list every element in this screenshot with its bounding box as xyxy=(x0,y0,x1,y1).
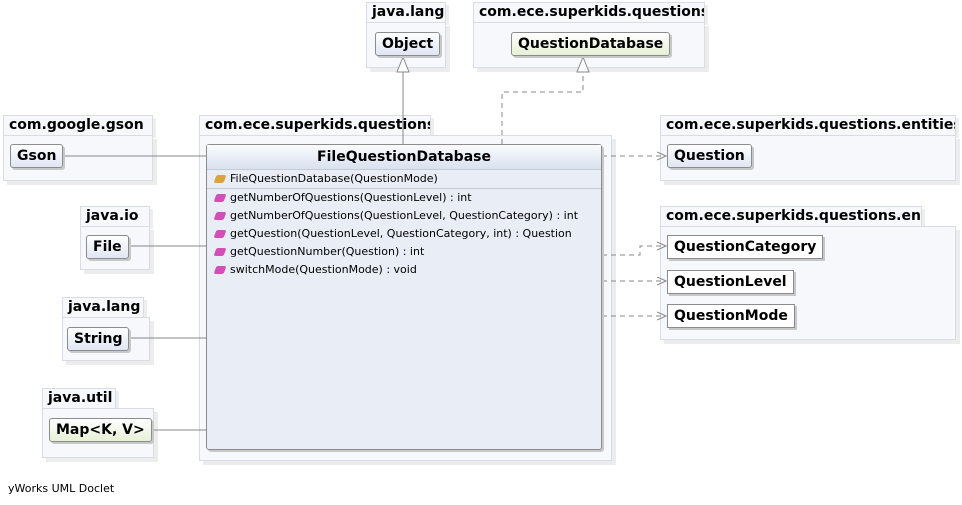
package-tab-java-lang-top: java.lang xyxy=(366,2,446,22)
footer-credit: yWorks UML Doclet xyxy=(8,482,115,495)
edge-question-category xyxy=(602,246,666,256)
inheritance-arrow-object xyxy=(396,55,410,73)
method-icon xyxy=(213,194,227,202)
constructor-icon xyxy=(213,175,227,183)
package-tab-questions-top: com.ece.superkids.questions xyxy=(473,2,705,22)
method-label: getQuestionNumber(Question) : int xyxy=(230,245,425,258)
interface-map[interactable]: Map<K, V> xyxy=(49,418,152,442)
method-label: getNumberOfQuestions(QuestionLevel, Ques… xyxy=(230,209,579,222)
method-icon xyxy=(213,266,227,274)
method-icon xyxy=(213,230,227,238)
inheritance-arrow-questiondatabase xyxy=(576,55,590,73)
class-file[interactable]: File xyxy=(86,235,129,259)
method-row: switchMode(QuestionMode) : void xyxy=(207,261,601,279)
class-string[interactable]: String xyxy=(67,327,130,351)
method-row: getQuestion(QuestionLevel, QuestionCateg… xyxy=(207,225,601,243)
constructor-label: FileQuestionDatabase(QuestionMode) xyxy=(230,172,438,185)
method-icon xyxy=(213,248,227,256)
package-gson xyxy=(3,135,153,181)
enum-question-category[interactable]: QuestionCategory xyxy=(667,235,824,259)
method-row: getNumberOfQuestions(QuestionLevel) : in… xyxy=(207,189,601,207)
class-question[interactable]: Question xyxy=(667,144,752,168)
package-tab-java-io: java.io xyxy=(80,206,150,226)
edge-implements-questiondatabase xyxy=(501,72,584,144)
method-label: getNumberOfQuestions(QuestionLevel) : in… xyxy=(230,191,472,204)
package-tab-gson: com.google.gson xyxy=(3,115,153,135)
method-row: getQuestionNumber(Question) : int xyxy=(207,243,601,261)
member-divider xyxy=(207,188,601,189)
method-row: getNumberOfQuestions(QuestionLevel, Ques… xyxy=(207,207,601,225)
package-tab-java-lang-left: java.lang xyxy=(62,297,144,317)
constructor-row: FileQuestionDatabase(QuestionMode) xyxy=(207,170,601,188)
package-tab-java-util: java.util xyxy=(42,388,116,408)
package-tab-questions-main: com.ece.superkids.questions xyxy=(199,115,431,135)
class-gson[interactable]: Gson xyxy=(10,144,64,168)
method-label: getQuestion(QuestionLevel, QuestionCateg… xyxy=(230,227,572,240)
interface-question-database[interactable]: QuestionDatabase xyxy=(511,32,671,56)
class-file-question-database[interactable]: FileQuestionDatabase FileQuestionDatabas… xyxy=(206,144,602,450)
method-icon xyxy=(213,212,227,220)
method-label: switchMode(QuestionMode) : void xyxy=(230,263,417,276)
enum-question-level[interactable]: QuestionLevel xyxy=(667,270,794,294)
class-object[interactable]: Object xyxy=(375,32,441,56)
package-tab-enums: com.ece.superkids.questions.enums xyxy=(660,206,922,226)
class-title: FileQuestionDatabase xyxy=(207,145,601,170)
enum-question-mode[interactable]: QuestionMode xyxy=(667,304,795,328)
package-tab-entities: com.ece.superkids.questions.entities xyxy=(660,115,956,135)
